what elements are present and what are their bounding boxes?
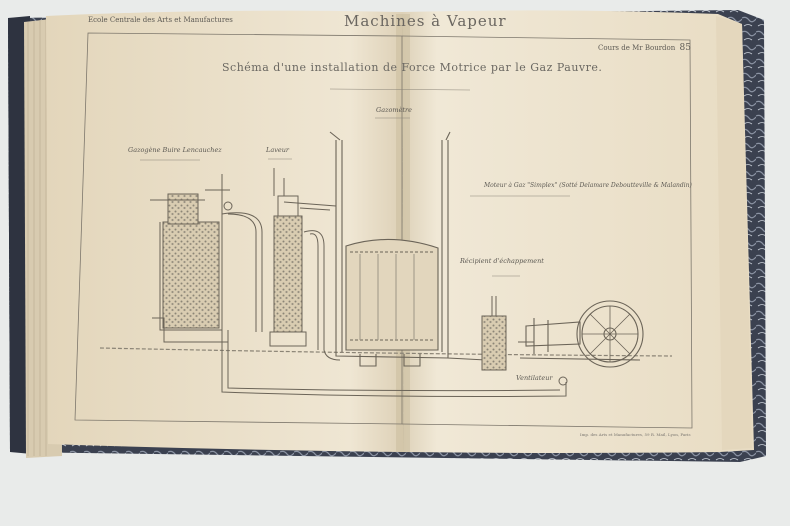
laveur-drawing <box>269 168 307 347</box>
header-right: Cours de Mr Bourdon 85 <box>598 44 691 53</box>
label-recipient: Récipient d'échappement <box>460 257 544 265</box>
label-gazometre: Gazomètre <box>376 106 412 114</box>
gazometre-drawing <box>329 131 451 367</box>
ground-line <box>99 347 673 357</box>
plate-frame <box>74 32 693 429</box>
gas-pipes <box>221 201 567 397</box>
header-left: Ecole Centrale des Arts et Manufactures <box>88 16 233 24</box>
moteur-drawing <box>519 300 644 368</box>
page-number: 85 <box>679 43 691 53</box>
recipient-drawing <box>481 296 507 371</box>
right-page <box>402 10 754 454</box>
label-gazogene: Gazogène Buire Lencauchez <box>128 146 222 154</box>
imprint: Imp. des Arts et Manufactures, 59 R. Mai… <box>580 432 691 437</box>
plate-title: Schéma d'une installation de Force Motri… <box>222 61 603 74</box>
header-center: Machines à Vapeur <box>344 12 507 30</box>
header-right-text: Cours de Mr Bourdon <box>598 44 676 52</box>
label-laveur: Laveur <box>266 146 290 154</box>
left-page <box>46 10 404 453</box>
label-ventilateur: Ventilateur <box>516 374 553 382</box>
ventilateur-drawing <box>558 376 568 386</box>
gazogene-drawing <box>150 174 233 343</box>
label-moteur: Moteur à Gaz "Simplex" (Sotté Delamare D… <box>484 182 692 189</box>
